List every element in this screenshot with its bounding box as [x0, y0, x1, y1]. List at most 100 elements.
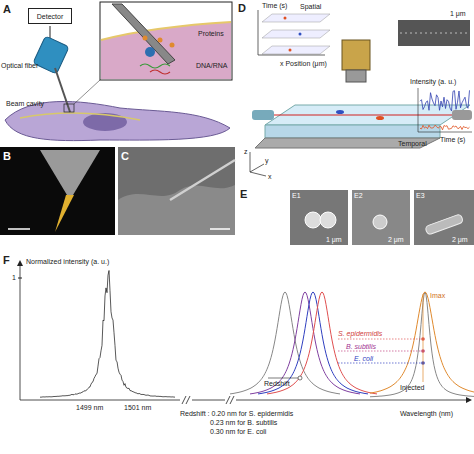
text-label: 1	[12, 274, 16, 282]
text-label: Optical fiber	[1, 62, 38, 70]
image-label: E2	[354, 192, 363, 200]
panel-letter: B	[3, 150, 11, 162]
scale-bar	[8, 228, 30, 230]
inset-frame	[100, 2, 232, 80]
protein	[145, 47, 155, 57]
intensity-trace	[420, 90, 470, 111]
resonance-curve	[370, 292, 474, 397]
cell-dot	[299, 33, 302, 36]
photo-b	[0, 147, 115, 235]
cell-shape	[5, 101, 230, 140]
resonance-curves	[230, 292, 474, 397]
inset-membrane	[101, 22, 231, 40]
image-label: E1	[292, 192, 301, 200]
gold-tip	[55, 195, 74, 232]
bacterium	[336, 110, 344, 114]
rna-strand	[150, 70, 170, 74]
species-label: B. subtilis	[346, 343, 376, 351]
axis-break	[186, 396, 190, 404]
image-label: 2 μm	[452, 236, 468, 244]
waveguide	[272, 114, 455, 115]
scale-bar	[210, 228, 230, 230]
species-label: S. epidermidis	[338, 330, 382, 338]
axis-y	[250, 164, 264, 172]
text-label: Beam cavity	[6, 100, 44, 108]
text-label: Time (s)	[262, 2, 287, 10]
level-line	[338, 351, 423, 352]
panel-letter: A	[3, 3, 11, 15]
level-line	[338, 339, 423, 340]
panel-letter: F	[3, 254, 10, 266]
text-label: 1499 nm	[76, 404, 103, 412]
zoom-line	[74, 80, 100, 104]
text-label: Spatial	[300, 3, 321, 11]
axis-z	[250, 152, 251, 172]
bacterium	[373, 215, 387, 229]
probe	[170, 160, 235, 200]
dna-strand	[140, 64, 170, 68]
intensity-axis	[418, 88, 419, 132]
resonance-curve	[267, 292, 377, 394]
cell-texture	[118, 185, 235, 235]
image-label: 1 μm	[326, 236, 342, 244]
text-label: Normalized intensity (a. u.)	[26, 258, 109, 266]
sem-cavities	[400, 33, 468, 34]
chip-side	[265, 125, 440, 138]
text-label: 1 μm	[450, 10, 466, 18]
panel-letter: D	[238, 2, 246, 14]
text-label: DNA/RNA	[196, 62, 228, 70]
text-label: y	[265, 157, 269, 165]
sem-strip	[398, 20, 470, 46]
time-axis	[418, 132, 472, 133]
photo-c	[118, 147, 235, 235]
species-label: E. coli	[354, 355, 373, 363]
bacterium	[376, 116, 384, 120]
coccus	[320, 212, 336, 228]
spatial-plane	[262, 14, 330, 22]
chip-base	[255, 138, 440, 148]
axis-break	[230, 396, 234, 404]
text-label: Imax	[430, 292, 445, 300]
redshift-arrow	[268, 378, 300, 379]
x-axis	[192, 400, 225, 401]
x-axis	[20, 400, 180, 401]
output-detector	[452, 110, 472, 120]
resonance-curve	[250, 292, 360, 394]
spectrum	[40, 271, 175, 398]
time-axis	[258, 10, 259, 55]
axis-arrow	[17, 260, 23, 266]
x-axis	[236, 400, 468, 401]
sem-e2	[352, 190, 410, 245]
text-label: Injected	[400, 384, 425, 392]
tick	[18, 278, 22, 279]
protein	[170, 43, 175, 48]
redshift-marker	[298, 376, 302, 380]
spatial-plane	[262, 46, 330, 54]
resonance-curve	[258, 292, 368, 394]
axis-break	[226, 396, 230, 404]
text-label: z	[244, 148, 248, 156]
text-label: Temporal	[398, 140, 427, 148]
detector-box: Detector	[28, 8, 72, 24]
image-label: 2 μm	[388, 236, 404, 244]
text-label: x	[268, 173, 272, 181]
image-label: E3	[416, 192, 425, 200]
cell-dot	[284, 17, 287, 20]
panel-letter: E	[240, 188, 247, 200]
cell-dot	[289, 49, 292, 52]
spatial-plane	[262, 30, 330, 38]
rod-bacterium	[425, 214, 464, 235]
text-label: Redshift	[264, 380, 290, 388]
y-axis	[20, 262, 21, 400]
panel-letter: C	[121, 150, 129, 162]
beam-cavity-box	[64, 104, 74, 112]
coccus	[305, 212, 321, 228]
text-label: 1501 nm	[124, 404, 151, 412]
text-label: Wavelength (nm)	[400, 410, 453, 418]
intensity-trace	[420, 125, 470, 130]
x-axis	[258, 55, 325, 56]
fiber-needle	[55, 68, 70, 112]
fiber-cone	[40, 150, 100, 200]
axis-break	[182, 396, 186, 404]
